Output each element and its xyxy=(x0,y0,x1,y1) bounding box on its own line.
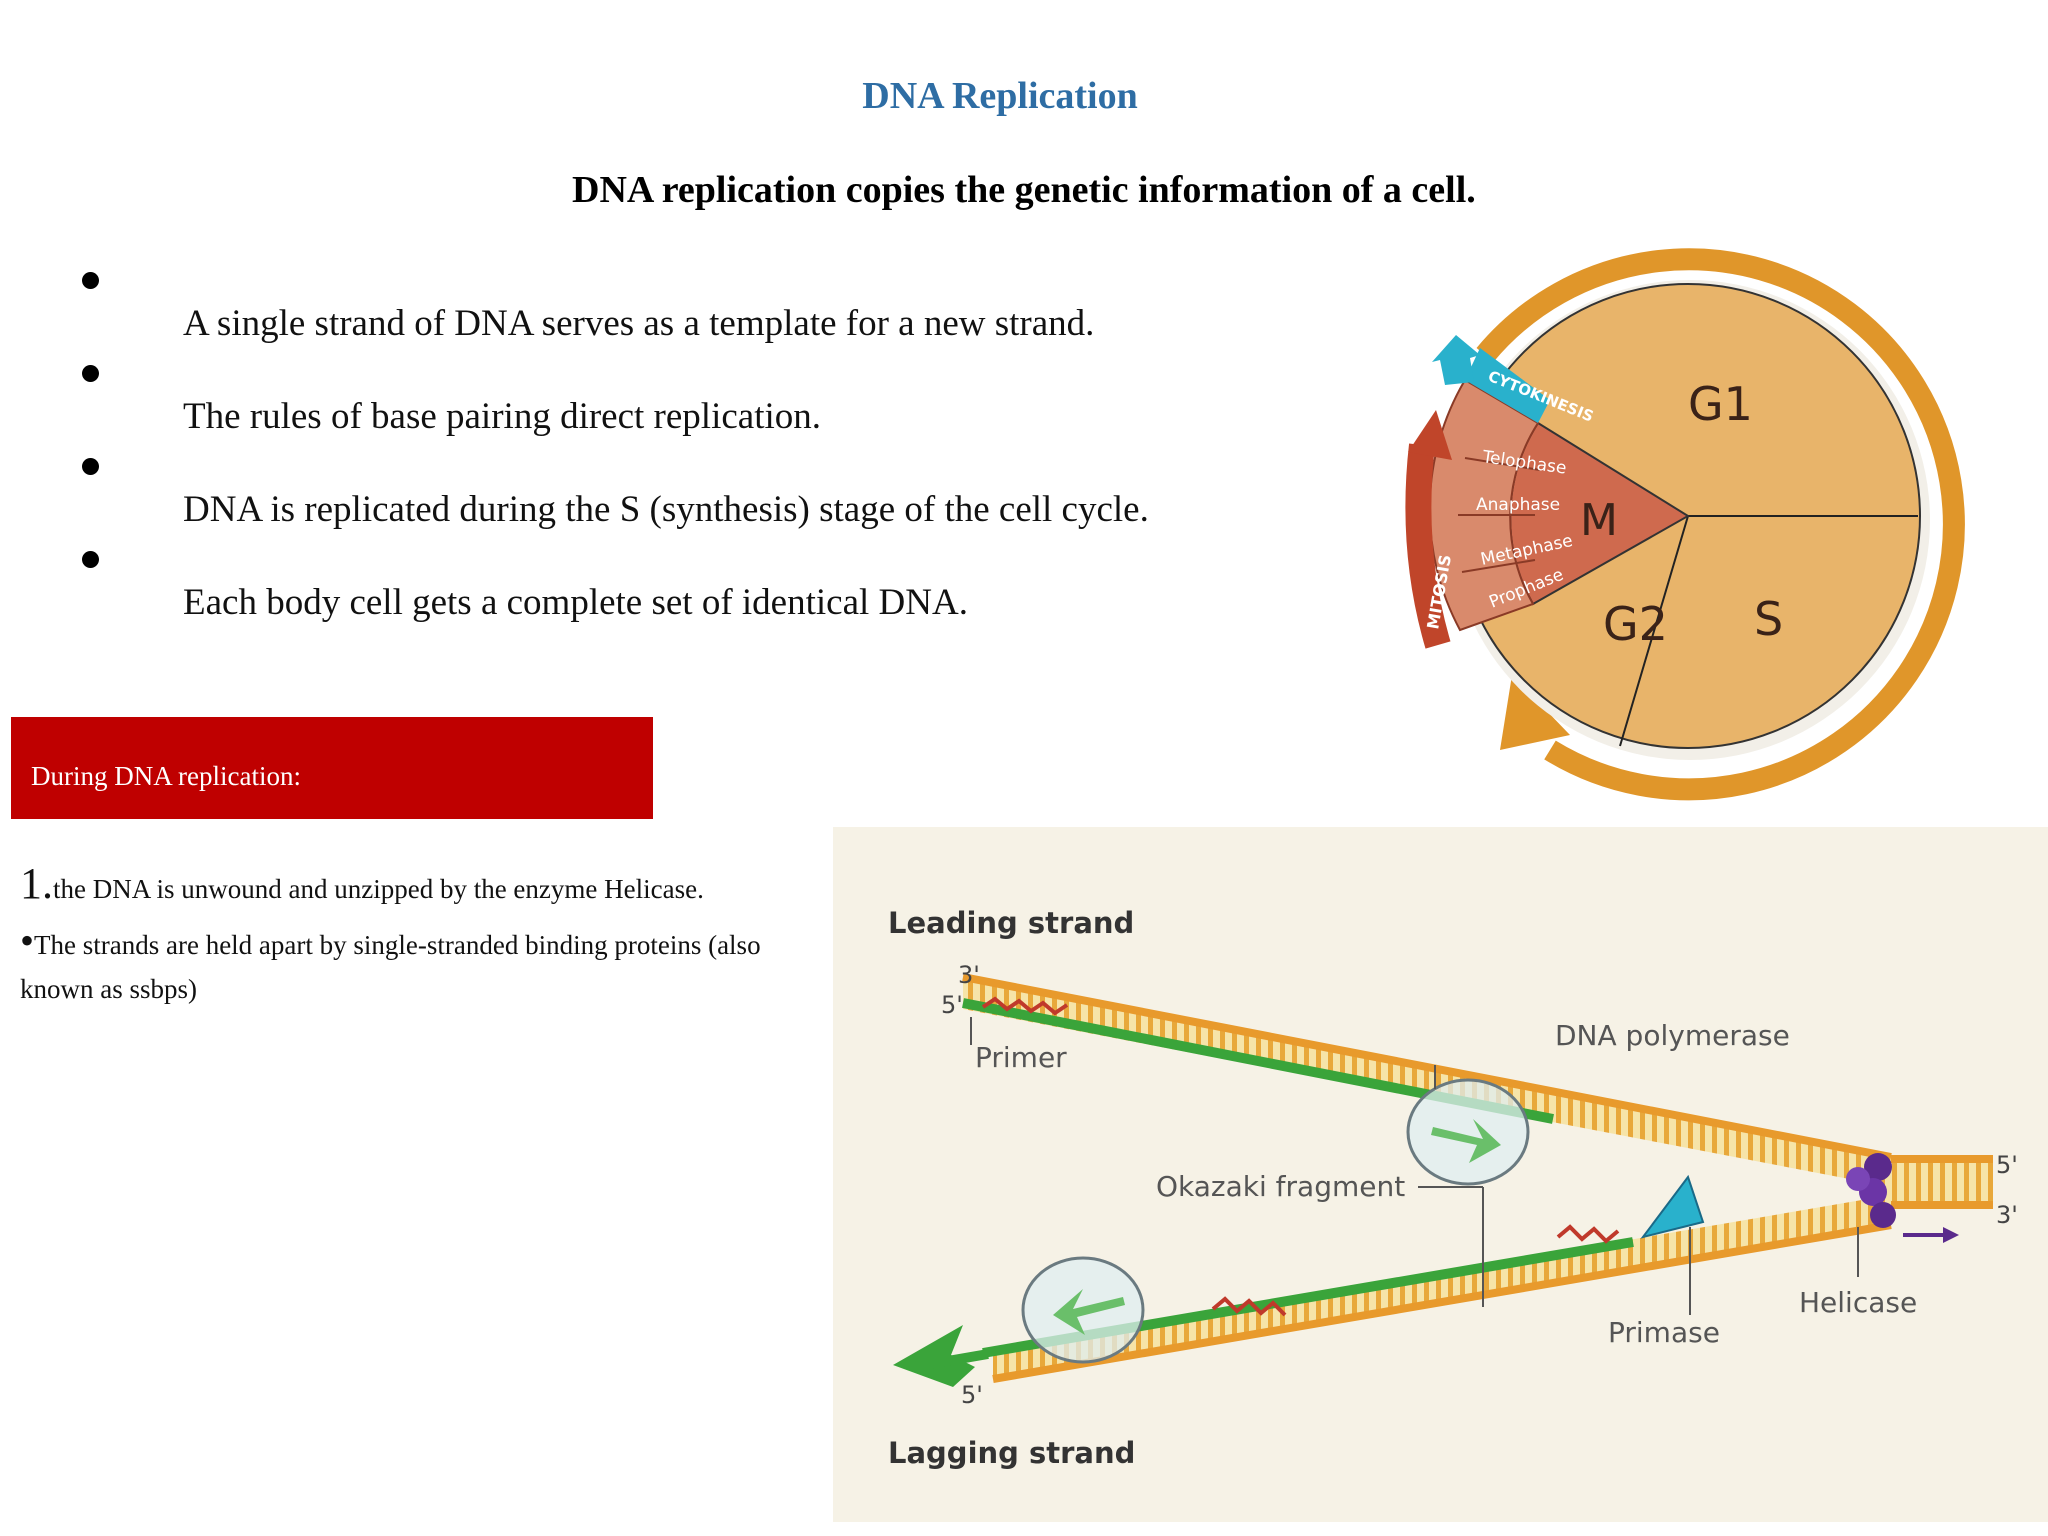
step-text: the DNA is unwound and unzipped by the e… xyxy=(53,874,704,904)
step-2: •The strands are held apart by single-st… xyxy=(20,919,840,1011)
end-label: 3' xyxy=(958,961,980,989)
dna-polymerase-label: DNA polymerase xyxy=(1555,1019,1790,1052)
g1-label: G1 xyxy=(1688,377,1753,431)
bullet-text: DNA is replicated during the S (synthesi… xyxy=(183,489,1149,530)
end-label: 5' xyxy=(961,1381,983,1409)
replication-fork-diagram: Leading strand Lagging strand 3' 5' 5' 3… xyxy=(833,827,2048,1522)
bullet-text: A single strand of DNA serves as a templ… xyxy=(183,303,1095,344)
mitosis-band xyxy=(1405,443,1451,649)
primase-icon xyxy=(1640,1174,1705,1239)
okazaki-fragment-label: Okazaki fragment xyxy=(1156,1170,1405,1203)
bullet-list: A single strand of DNA serves as a templ… xyxy=(60,272,1310,644)
replication-steps: 1.the DNA is unwound and unzipped by the… xyxy=(20,858,840,1011)
step-number: 1. xyxy=(20,859,53,908)
cytokinesis-band xyxy=(1465,348,1550,423)
end-label: 5' xyxy=(1996,1151,2018,1179)
m-label: M xyxy=(1580,495,1618,546)
list-item: Each body cell gets a complete set of id… xyxy=(60,551,1310,644)
interphase-label: INTERPHASE xyxy=(1631,195,1781,229)
lagging-direction-arrow xyxy=(893,1325,975,1387)
cytokinesis-arrow xyxy=(1432,335,1480,385)
end-label: 3' xyxy=(1996,1201,2018,1229)
end-label: 5' xyxy=(941,991,963,1019)
g2-label: G2 xyxy=(1603,597,1668,651)
bullet-icon xyxy=(82,272,99,289)
bullet-icon xyxy=(82,551,99,568)
page-title: DNA Replication xyxy=(862,75,1138,117)
bullet-text: The rules of base pairing direct replica… xyxy=(183,396,821,437)
section-banner: During DNA replication: xyxy=(11,717,653,819)
bullet-icon xyxy=(82,458,99,475)
helicase-icon xyxy=(1846,1153,1959,1243)
list-item: A single strand of DNA serves as a templ… xyxy=(60,272,1310,365)
dna-polymerase-leading xyxy=(1406,1078,1530,1186)
primer-label: Primer xyxy=(975,1041,1067,1074)
page-subtitle: DNA replication copies the genetic infor… xyxy=(572,169,1476,211)
bullet-icon xyxy=(82,365,99,382)
list-item: The rules of base pairing direct replica… xyxy=(60,365,1310,458)
s-label: S xyxy=(1754,592,1783,646)
step-1: 1.the DNA is unwound and unzipped by the… xyxy=(20,858,840,909)
section-banner-text: During DNA replication: xyxy=(31,761,301,791)
bullet-text: Each body cell gets a complete set of id… xyxy=(183,582,968,623)
primase-label: Primase xyxy=(1608,1316,1720,1349)
lagging-strand-label: Lagging strand xyxy=(888,1436,1135,1470)
anaphase-label: Anaphase xyxy=(1476,495,1560,515)
list-item: DNA is replicated during the S (synthesi… xyxy=(60,458,1310,551)
step-text: The strands are held apart by single-str… xyxy=(20,930,761,1004)
bullet-icon: • xyxy=(20,918,35,963)
helicase-label: Helicase xyxy=(1799,1286,1917,1319)
leading-strand-label: Leading strand xyxy=(888,906,1134,940)
interphase-ring xyxy=(1476,248,1965,801)
interphase-arrowhead xyxy=(1500,675,1570,750)
cell-cycle-diagram: INTERPHASE CYTOKINESIS MITOSIS Telophase… xyxy=(1370,190,2010,830)
